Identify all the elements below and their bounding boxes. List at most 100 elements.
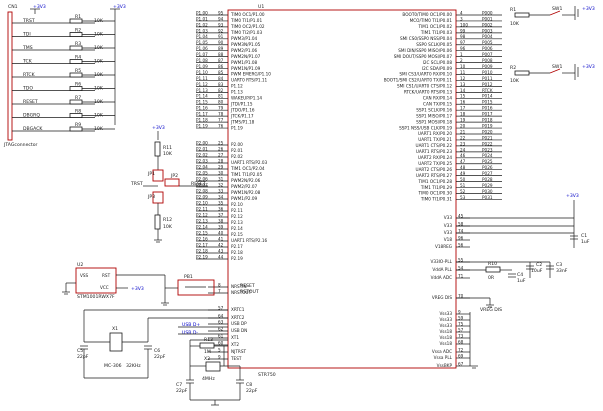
mcu-power-pin: V18REG [435, 244, 452, 249]
mcu-left-pin-number: 35 [218, 200, 224, 205]
mcu-right-pin-number: 98 [460, 34, 466, 39]
c3-ref: C3 [556, 262, 562, 268]
mcu-left-function: TIM0 OC1/P1.00 [230, 12, 265, 17]
mcu-left-pin-number: 43 [218, 248, 224, 253]
mcu-left-function: TIM0 TI1/P1.01 [230, 18, 262, 23]
mcu-left-port: P2.01 [196, 146, 208, 151]
mcu-left-port: P2.12 [196, 212, 208, 217]
mcu-left-pin-number: 86 [218, 64, 224, 69]
mcu-power-pin-number: 72 [458, 347, 464, 352]
mcu-right-function: I2C SCL/P0.08 [423, 60, 453, 65]
mcu-left-pin-number: 25 [218, 140, 224, 145]
u2-pin-rst: RST [102, 273, 111, 278]
c6-ref: C6 [154, 348, 160, 354]
mcu-right-pin-number: 20 [460, 123, 466, 128]
jtag-pin-tdi: TDI [22, 32, 31, 38]
mcu-right-net: P028 [482, 177, 493, 182]
jtag-pin-tms: TMS [22, 45, 33, 51]
mcu-left-function: PWM2N/P1.07 [231, 54, 261, 59]
mcu-right-function: UART1 RTS/P0.23 [416, 149, 453, 154]
mcu-left-pin-number: 81 [218, 94, 224, 99]
mcu-left-pin-number: 33 [218, 188, 224, 193]
mcu-left-pin-number: 78 [218, 112, 224, 117]
mcu-right-pin-number: 16 [460, 100, 466, 105]
mcu-right-function: UART2 RX/P0.24 [418, 155, 452, 160]
mcu-right-function: UART2 TX/P0.25 [418, 161, 452, 166]
mcu-left-function: P2.14 [231, 226, 243, 231]
mcu-right-pin-number: 96 [460, 46, 466, 51]
mcu-right-net: P026 [482, 165, 493, 170]
mcu-special-pin: XT2 [231, 342, 239, 347]
mcu-left-function: PWM1N/P1.09 [231, 66, 261, 71]
r13-value: 1M [204, 349, 211, 355]
mcu-right-net: P000 [482, 10, 493, 15]
mcu-right-pin-number: 11 [460, 70, 466, 75]
mcu-power-pin-number: 58 [458, 221, 464, 226]
jtag-resistor-ref: R7 [75, 95, 81, 101]
mcu-body [227, 9, 457, 369]
mcu-right-net: P005 [482, 40, 493, 45]
sw2-ref: SW1 [552, 64, 562, 70]
jp2-ref: JP2 [170, 173, 178, 179]
mcu-right-function: BOOT0/TIM0 OC1/P0.00 [402, 12, 452, 17]
mcu-left-port: P2.13 [196, 218, 208, 223]
mcu-right-net: P007 [482, 52, 493, 57]
usb-dp-net: USB D+ [182, 322, 200, 328]
mcu-right-net: P030 [482, 189, 493, 194]
mcu-power-pin: V33 [444, 215, 453, 220]
r10-value: 0R [488, 275, 495, 281]
mcu-left-port: P2.07 [196, 182, 208, 187]
mcu-right-net: P010 [482, 70, 493, 75]
mcu-right-net: P002 [482, 22, 493, 27]
mcu-left-pin-number: 31 [218, 176, 224, 181]
mcu-left-port: P2.19 [196, 254, 208, 259]
mcu-special-pin: NRSTIN [231, 284, 247, 289]
mcu-right-pin-number: 24 [460, 147, 466, 152]
mcu-right-net: P031 [482, 195, 493, 200]
resistor-r10 [485, 266, 501, 273]
mcu-left-function: TIM1 TI1/P2.05 [230, 172, 262, 177]
mcu-right-net: P029 [482, 183, 493, 188]
mcu-right-function: SMI CS0/SSP0 NSS/P0.04 [400, 36, 452, 41]
mcu-right-pin-number: 100 [460, 22, 468, 27]
mcu-right-pin-number: 52 [460, 189, 466, 194]
mcu-left-function: JTCK/P1.17 [230, 113, 254, 118]
mcu-left-pin-number: 90 [218, 40, 224, 45]
mcu-left-pin-number: 39 [218, 224, 224, 229]
mcu-right-pin-number: 13 [460, 82, 466, 87]
mcu-special-pin-number: 60 [218, 340, 224, 345]
mcu-special-pin: NJTRST [231, 349, 246, 354]
mcu-power-pin: Vssa PLL [434, 355, 453, 360]
mcu-special-pin-number: 64 [218, 313, 224, 318]
mcu-right-pin-number: 15 [460, 94, 466, 99]
mcu-left-function: P1.12 [231, 84, 243, 89]
mcu-power-pin-number: 74 [458, 228, 464, 233]
jtag-pin-dbgrq: DBGRQ [23, 113, 40, 119]
mcu-power-pin: VddA ADC [431, 275, 452, 280]
mcu-right-net: P023 [482, 147, 493, 152]
c5-value: 22pF [77, 354, 89, 360]
jtag-connector-ref: CN1 [8, 4, 18, 10]
sw1-ref: SW1 [552, 6, 562, 12]
mcu-power-pin: VREG DIS [432, 295, 452, 300]
mcu-power-pin-number: 96 [458, 235, 464, 240]
mcu-left-port: P1.11 [196, 76, 208, 81]
mcu-power-pin: V18 [444, 237, 453, 242]
mcu-right-function: SMI CS1/UART0 CTS/P0.12 [397, 84, 452, 89]
u2-ref: U2 [77, 262, 83, 268]
mcu-left-port: P1.00 [196, 10, 208, 15]
mcu-power-pin: V33IO-PLL [430, 259, 452, 264]
mcu-right-function: SMI DIN/SSP0 MISO/P0.06 [398, 48, 452, 53]
mcu-left-port: P1.09 [196, 64, 208, 69]
mcu-special-pin-number: 57 [218, 305, 224, 310]
mcu-part: STR750 [258, 372, 276, 378]
crystal-section: X1 MC-306 32KHz C5 22pF C6 22pF USB D+ U… [77, 309, 258, 406]
jtag-resistor-ref: R6 [75, 82, 81, 88]
mcu-power-pin: Vss18 [439, 341, 452, 346]
mcu-right-function: BOOT1/SMI CS2/UART0 TX/P0.11 [384, 78, 453, 83]
mcu-right-function: SSP1 MOSI/P0.18 [416, 119, 452, 124]
mcu-right-function: SSP1 SCLK/P0.16 [416, 107, 452, 112]
mcu-left-port: P1.03 [196, 28, 208, 33]
